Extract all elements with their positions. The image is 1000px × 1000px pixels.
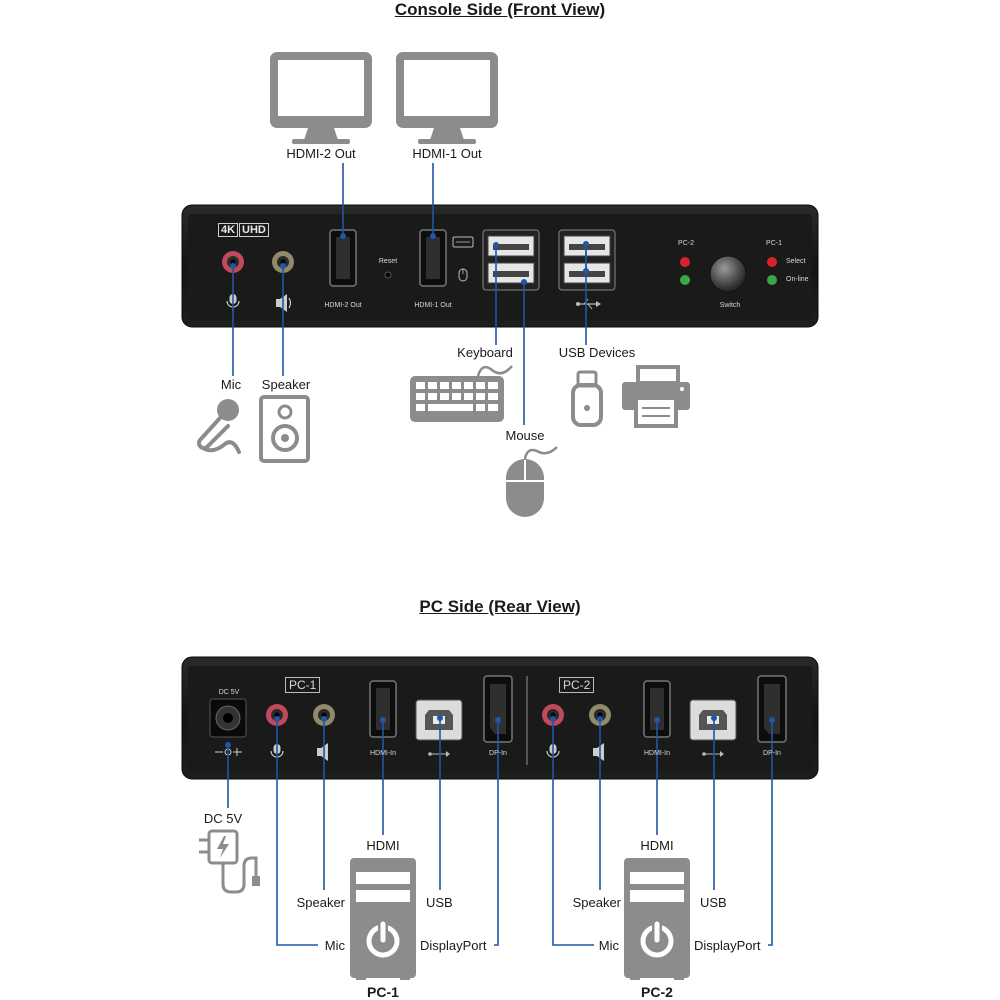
- rear-pc2-mic-jack: [542, 704, 564, 726]
- panel-label-pc2-hdmi-in: HDMI-In: [643, 750, 671, 757]
- callout-keyboard: Keyboard: [457, 345, 513, 360]
- badge-4k: 4K: [218, 223, 239, 237]
- front-usb-stack-devices: [558, 229, 616, 291]
- pc1-select-led: [767, 257, 777, 267]
- front-hdmi1-port: [419, 229, 447, 287]
- microphone-icon: [197, 399, 241, 454]
- reset-hole: [384, 271, 392, 279]
- callout-pc1-speaker: Speaker: [296, 895, 345, 910]
- panel-label-pc1-dp-in: DP-In: [489, 750, 507, 757]
- panel-label-pc2-dp-in: DP-In: [763, 750, 781, 757]
- callout-pc2-usb: USB: [700, 895, 727, 910]
- panel-badge-pc1: PC-1: [285, 677, 321, 693]
- callout-pc1-displayport: DisplayPort: [420, 938, 487, 953]
- badge-uhd: UHD: [239, 223, 269, 237]
- rear-pc1-usb-symbol-icon: [428, 751, 450, 757]
- front-mic-jack: [222, 251, 244, 273]
- callout-pc1-usb: USB: [426, 895, 453, 910]
- callout-pc1-mic: Mic: [324, 938, 345, 953]
- switch-button-knob: [709, 255, 747, 293]
- rear-dc-jack: [209, 698, 247, 738]
- speaker-box-icon: [259, 395, 310, 463]
- mouse-icon: [506, 446, 558, 517]
- panel-label-pc2: PC-2: [678, 240, 694, 247]
- rear-connector-dots: [225, 715, 775, 748]
- printer-icon: [622, 365, 690, 428]
- front-view-title: Console Side (Front View): [394, 0, 606, 19]
- usb-stick-icon: [571, 370, 603, 427]
- rear-connector-lines: [227, 718, 773, 946]
- callout-pc2-displayport: DisplayPort: [694, 938, 761, 953]
- panel-label-reset: Reset: [378, 258, 398, 265]
- panel-badge-pc2: PC-2: [559, 677, 595, 693]
- panel-label-hdmi1-out: HDMI-1 Out: [414, 302, 452, 309]
- front-connector-dots: [230, 233, 589, 285]
- rear-pc2-speaker-jack: [589, 704, 611, 726]
- front-connector-lines: [232, 163, 587, 425]
- callout-dc5v: DC 5V: [203, 811, 243, 826]
- front-usb-stack-keyboard-mouse: [482, 229, 540, 291]
- front-hdmi2-port: [329, 229, 357, 287]
- callout-pc2-hdmi: HDMI: [640, 838, 674, 853]
- pc1-online-led: [767, 275, 777, 285]
- callout-usb-devices: USB Devices: [558, 345, 636, 360]
- pc2-online-led: [680, 275, 690, 285]
- rear-pc2-usb-symbol-icon: [702, 751, 724, 757]
- panel-label-online: On-line: [786, 276, 809, 283]
- panel-mouse-icon: [458, 268, 468, 282]
- callout-pc1: PC-1: [367, 984, 399, 1000]
- callout-pc2-speaker: Speaker: [572, 895, 621, 910]
- rear-pc2-displayport: [757, 675, 787, 743]
- callout-speaker: Speaker: [261, 377, 311, 392]
- panel-label-select: Select: [786, 258, 806, 265]
- monitor-hdmi2-icon: [270, 52, 372, 144]
- rear-pc1-displayport: [483, 675, 513, 743]
- callout-hdmi1-out: HDMI-1 Out: [412, 146, 482, 161]
- panel-label-hdmi2-out: HDMI-2 Out: [324, 302, 362, 309]
- panel-label-switch: Switch: [719, 302, 741, 309]
- callout-mouse: Mouse: [505, 428, 545, 443]
- callout-mic: Mic: [220, 377, 242, 392]
- callout-pc2: PC-2: [641, 984, 673, 1000]
- pc2-tower-icon: [624, 858, 690, 980]
- panel-label-dc5v: DC 5V: [218, 689, 240, 696]
- panel-label-pc1-hdmi-in: HDMI-In: [369, 750, 397, 757]
- panel-keyboard-icon: [452, 236, 474, 248]
- rear-view-title: PC Side (Rear View): [419, 597, 581, 616]
- monitor-hdmi1-icon: [396, 52, 498, 144]
- pc2-select-led: [680, 257, 690, 267]
- power-adapter-icon: [199, 829, 260, 894]
- panel-label-pc1: PC-1: [766, 240, 782, 247]
- front-speaker-jack: [272, 251, 294, 273]
- pc1-tower-icon: [350, 858, 416, 980]
- callout-pc2-mic: Mic: [598, 938, 619, 953]
- rear-pc1-speaker-jack: [313, 704, 335, 726]
- rear-pc1-mic-jack: [266, 704, 288, 726]
- callout-pc1-hdmi: HDMI: [366, 838, 400, 853]
- keyboard-icon: [410, 365, 513, 422]
- callout-hdmi2-out: HDMI-2 Out: [286, 146, 356, 161]
